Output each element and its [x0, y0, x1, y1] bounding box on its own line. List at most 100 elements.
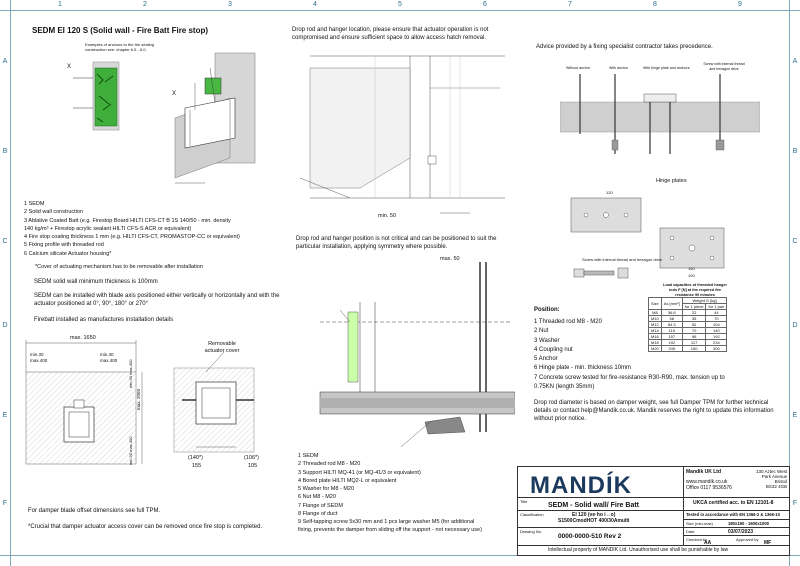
- legend-item: 3 Support HILTI MQ-41 (or MQ-41/3 or equ…: [298, 469, 421, 476]
- position-list: 1 Threaded rod M8 - M20 2 Nut 3 Washer 4…: [534, 318, 725, 392]
- screw-drawing: [573, 267, 629, 279]
- table-header: for 1 piece: [681, 303, 707, 310]
- legend-item: 7 Flange of SEDM: [298, 502, 343, 509]
- dim-max1650: max. 1650: [70, 335, 96, 341]
- elevation-drawing: [25, 340, 255, 465]
- company-name: Mandik UK Ltd: [686, 469, 721, 475]
- position-item: 2 Nut: [534, 328, 549, 335]
- company-phone: Office 0117 9536576: [686, 485, 732, 491]
- dim-155: 155: [192, 463, 202, 469]
- legend-item: 3 Ablative Coated Batt (e.g. Firestop Bo…: [24, 217, 231, 224]
- legend-item: 5 Washer for M8 - M20: [298, 486, 355, 492]
- title-label: Title: [520, 499, 528, 504]
- row-ref: F: [792, 500, 798, 507]
- position-item: 5 Anchor: [534, 356, 558, 363]
- dim-max2050: max. 2050: [136, 388, 141, 410]
- tested-note: Tested in accordance with EN 1366-2 & 13…: [686, 512, 780, 517]
- row-ref: B: [792, 148, 798, 155]
- sizes-value: 180x180 - 1600x1000: [728, 521, 769, 526]
- company-web: www.mandik.co.uk: [686, 479, 728, 485]
- row-ref: E: [2, 412, 8, 419]
- hinge-plate-small: [570, 197, 642, 233]
- drop-rod-note-2: Drop rod and hanger position is not crit…: [296, 236, 497, 250]
- legend-item: 2 Threaded rod M8 - M20: [298, 461, 361, 468]
- hinge-plate-large: [659, 227, 725, 269]
- col-ref: 4: [313, 1, 317, 8]
- screw-label: Screw with internal thread and hexagon d…: [582, 257, 663, 262]
- legend-item: 2 Solid wall construction: [24, 209, 84, 216]
- ukca-cert: UKCA certified acc. to EN 12101-8: [693, 500, 774, 506]
- classification-value: EI 120 (ve·ho i↔o) S1500CmodHOT 400/30Am…: [558, 512, 630, 524]
- middle-legend: 1 SEDM 2 Threaded rod M8 - M20 3 Support…: [298, 452, 482, 535]
- table-header: As [mm²]: [660, 297, 683, 310]
- legend-item: 4 Bored plate HILTI MQ2-L or equivalent: [298, 477, 397, 484]
- checked-value: AA: [704, 540, 712, 546]
- legend-item: 6 Calcium silicate Actuator housing*: [24, 250, 112, 257]
- frame-bottom: [0, 555, 800, 566]
- removable-cover-label: Removable actuator cover: [204, 341, 240, 355]
- left-legend: 1 SEDM 2 Solid wall construction 3 Ablat…: [24, 200, 240, 258]
- legend-item: 5 Fixing profile with threaded rod: [24, 242, 104, 249]
- title-block: MANDÍK Mandik UK Ltd www.mandik.co.uk Of…: [517, 466, 790, 556]
- position-title: Position:: [534, 307, 560, 313]
- col-ref: 5: [398, 1, 402, 8]
- drawing-number: 0000-0000-510 Rev 2: [558, 533, 622, 540]
- table-header: Size: [648, 297, 662, 310]
- legend-item: 4 Fire stop coating thickness 1 mm (e.g.…: [24, 234, 240, 240]
- dim-100: 100: [688, 273, 695, 278]
- hanger-section-drawing: [319, 262, 515, 447]
- dim-max50: max. 50: [440, 256, 460, 262]
- position-item: 4 Coupling nut: [534, 346, 573, 353]
- detail-x-label: X: [67, 64, 72, 70]
- classification-label: Classification: [520, 512, 544, 517]
- row-ref: A: [2, 58, 8, 65]
- anchor-types-drawing: [560, 74, 760, 154]
- row-ref: C: [2, 238, 8, 245]
- diameter-note: Drop rod diameter is based on damper wei…: [534, 400, 774, 422]
- hinge-plates-label: Hinge plates: [656, 178, 687, 184]
- dim-140: (140*): [188, 455, 203, 461]
- checked-label: Checked by: [686, 537, 708, 542]
- advice-note: Advice provided by a fixing specialist c…: [536, 44, 713, 50]
- page-title: SEDM EI 120 S (Solid wall - Fire Batt Fi…: [32, 26, 209, 35]
- col-ref: 2: [143, 1, 147, 8]
- col-ref: 1: [58, 1, 62, 8]
- drop-rod-note: Drop rod and hanger location, please ens…: [292, 27, 489, 41]
- dim-105: 105: [248, 463, 258, 469]
- mandik-logo: MANDÍK: [530, 472, 632, 499]
- row-ref: A: [792, 58, 798, 65]
- frame-right: [789, 0, 800, 566]
- legend-item: 140 kg/m³ + Firestop acrylic sealant HIL…: [24, 225, 192, 232]
- approved-value: MF: [764, 540, 772, 546]
- min-thickness-note: SEDM solid wall minimum thickness is 100…: [34, 279, 158, 285]
- dim-min50: min. 50: [378, 213, 397, 219]
- dim-min30-left: min.30 max.400: [30, 352, 48, 364]
- dim-120: 120: [606, 190, 613, 195]
- row-ref: E: [792, 412, 798, 419]
- offset-note: For damper blade offset dimensions see f…: [28, 508, 161, 514]
- anchor-label: Without anchor: [566, 66, 591, 70]
- date-label: Date: [686, 529, 695, 534]
- drawing-no-label: Drawing No.: [520, 529, 543, 534]
- examples-note: Examples of anchors to the fire sealing …: [85, 42, 154, 53]
- cover-note: *Cover of actuating mechanism has to be …: [35, 264, 203, 270]
- position-item: 3 Washer: [534, 337, 560, 344]
- position-item: 1 Threaded rod M8 - M20: [534, 319, 602, 325]
- approved-label: Approved by: [736, 537, 759, 542]
- dim-150: 150: [688, 266, 695, 271]
- dim-106: (106*): [244, 455, 259, 461]
- legend-item: 8 Flange of duct: [298, 510, 338, 517]
- position-item: 0.75KN (length 35mm): [534, 384, 595, 391]
- frame-left: [0, 0, 11, 566]
- row-ref: D: [2, 322, 8, 329]
- col-ref: 7: [568, 1, 572, 8]
- legend-item: 1 SEDM: [298, 453, 319, 459]
- anchor-label: With hinge plate and anchors: [643, 66, 690, 70]
- col-ref: 9: [738, 1, 742, 8]
- legend-item: 6 Nut M8 - M20: [298, 494, 336, 501]
